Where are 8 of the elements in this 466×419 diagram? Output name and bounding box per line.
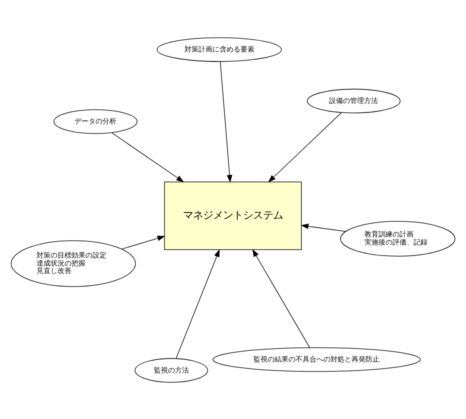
node-box: マネジメントシステム: [164, 181, 302, 250]
arrow: [112, 132, 184, 182]
arrow: [268, 112, 342, 182]
arrow: [122, 235, 166, 249]
arrow: [176, 248, 220, 358]
arrow: [220, 60, 232, 182]
arrow: [300, 223, 346, 232]
arrow: [252, 248, 310, 348]
